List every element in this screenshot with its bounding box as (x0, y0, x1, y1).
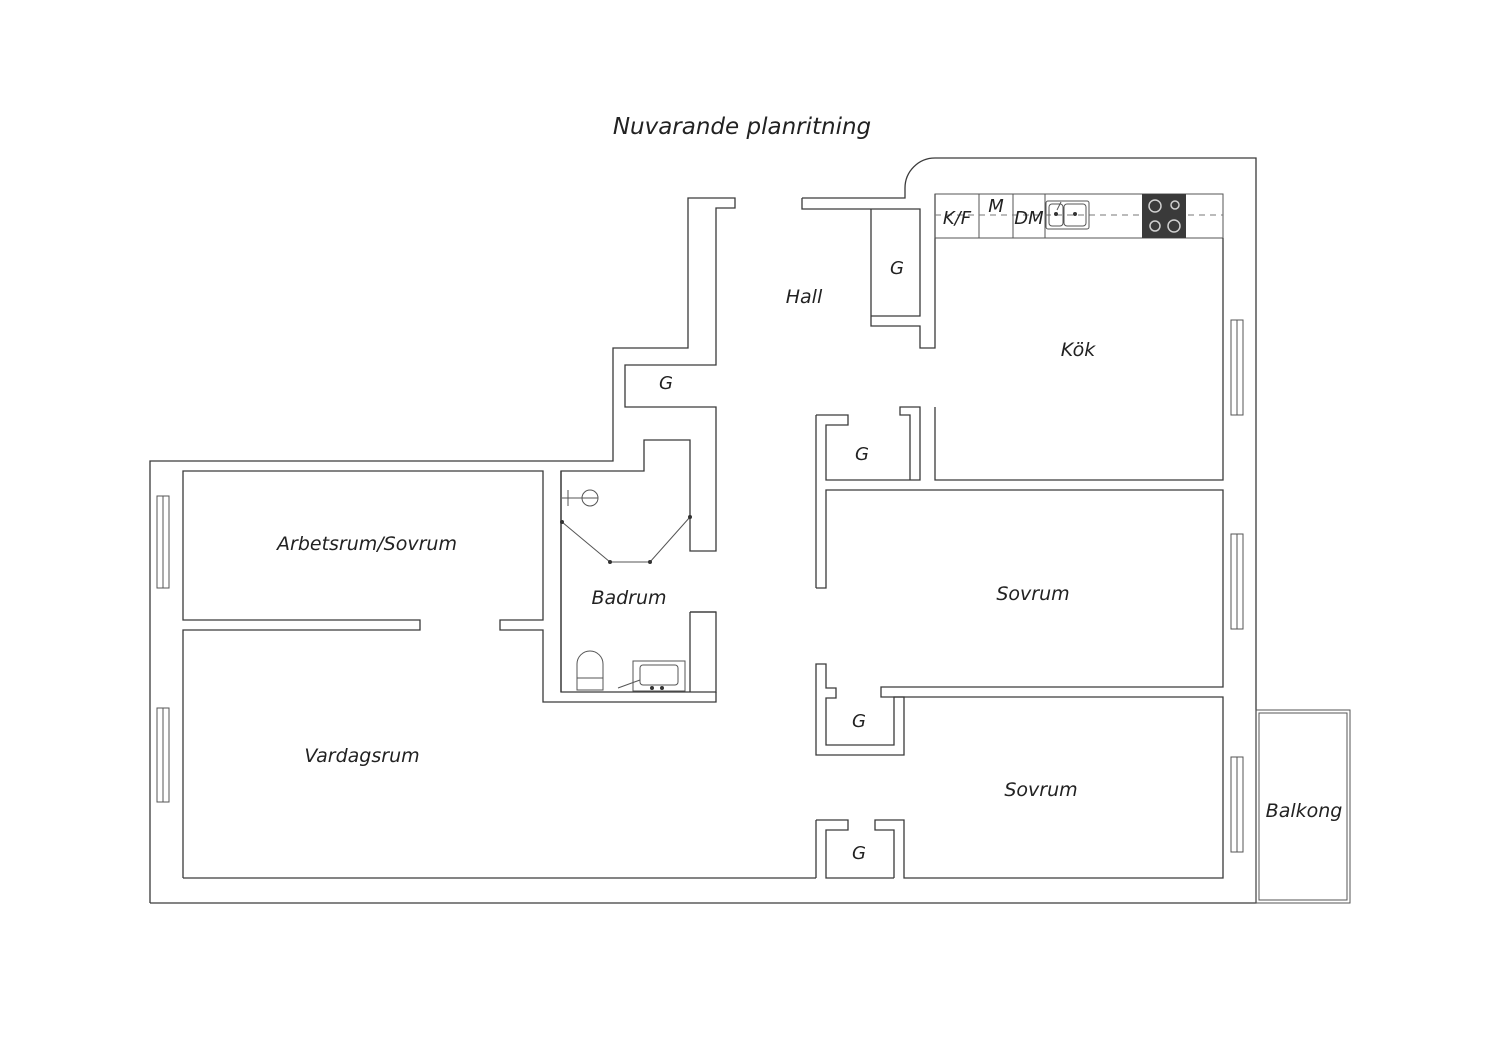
stove-icon (1142, 194, 1186, 238)
room-label-vardagsrum: Vardagsrum (304, 745, 419, 767)
room-label-balkong: Balkong (1266, 800, 1343, 822)
room-label-sovrum-1: Sovrum (996, 583, 1069, 605)
sink-icon (1045, 200, 1090, 230)
outer-walls (149, 157, 1257, 904)
closet-label-entry: G (659, 373, 673, 394)
window-icon (156, 319, 1244, 853)
room-label-kok: Kök (1061, 339, 1096, 361)
closet-label-mid: G (855, 444, 869, 465)
closet-label-bottom: G (852, 843, 866, 864)
toilet-icon (576, 650, 604, 691)
microwave-label: M (988, 196, 1004, 217)
dishwasher-label: DM (1014, 208, 1044, 229)
plan-title: Nuvarande planritning (613, 114, 871, 140)
interior-walls (182, 238, 1224, 879)
room-label-arbetsrum: Arbetsrum/Sovrum (275, 533, 457, 555)
fridge-freezer-label: K/F (943, 208, 972, 229)
room-label-badrum: Badrum (591, 587, 666, 609)
closet-label-lower: G (852, 711, 866, 732)
room-label-sovrum-2: Sovrum (1004, 779, 1077, 801)
shower-icon (560, 489, 692, 564)
closet-label-hall: G (890, 258, 904, 279)
washbasin-icon (617, 660, 686, 692)
kitchen-counter: K/F M DM (934, 193, 1224, 239)
room-label-hall: Hall (786, 286, 823, 308)
balcony (1255, 709, 1351, 904)
